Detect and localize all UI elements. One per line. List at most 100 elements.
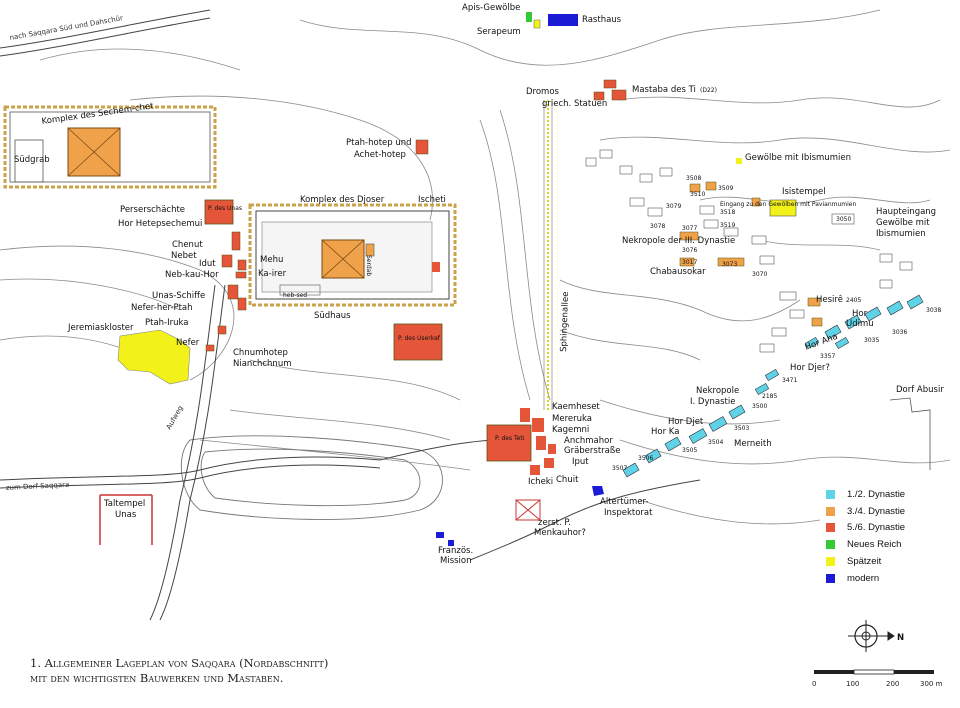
label-3077: 3077 — [682, 225, 697, 232]
label-zum-dorf: zum Dorf Saqqara — [6, 481, 70, 492]
userkaf-pyramid — [393, 323, 443, 361]
label-2405: 2405 — [846, 297, 861, 304]
label-3507: 3507 — [612, 465, 627, 472]
label-d22: (D22) — [700, 87, 717, 94]
teti-pyramid — [486, 408, 556, 475]
label-3519: 3519 — [720, 222, 735, 229]
label-kaemheset: Kaemheset — [552, 402, 600, 412]
label-apis-gewoelbe: Apis-Gewölbe — [462, 3, 520, 13]
label-3035: 3035 — [864, 337, 879, 344]
label-3076: 3076 — [682, 247, 697, 254]
label-hor-aha: Hor Aha — [804, 332, 840, 353]
label-hor-udimu-2: Udimu — [846, 319, 874, 329]
label-3510: 3510 — [690, 191, 705, 198]
apis-gewoelbe-marker — [526, 12, 532, 22]
legend-item: Spätzeit — [826, 553, 946, 570]
figure-caption: 1. Allgemeiner Lageplan von Saqqara (Nor… — [30, 656, 328, 686]
label-chnumhotep: Chnumhotep — [233, 348, 288, 358]
label-3471: 3471 — [782, 377, 797, 384]
legend-item: 1./2. Dynastie — [826, 486, 946, 503]
label-franzoes-2: Mission — [440, 556, 472, 566]
label-nefer: Nefer — [176, 338, 200, 348]
unas-pyramid — [204, 199, 234, 225]
label-3036: 3036 — [892, 329, 907, 336]
label-nefer-her-ptah: Nefer-her-Ptah — [131, 303, 193, 313]
terrain-basin — [180, 435, 443, 520]
label-3506: 3506 — [638, 455, 653, 462]
legend-label: 1./2. Dynastie — [847, 488, 906, 500]
terrain-contours — [0, 9, 951, 525]
label-hor-udimu-1: Hor — [852, 309, 868, 319]
sphingenallee-border — [543, 100, 553, 410]
label-perserschaechte: Perserschächte — [120, 205, 185, 215]
sechem-chet-complex — [3, 105, 217, 189]
first-dynasty-mastabas — [622, 294, 924, 478]
label-p-des-teti: P. des Teti — [495, 435, 525, 442]
scale-bar: 0 100 200 300 m — [812, 669, 943, 688]
label-nianchchnum: Nianchchnum — [233, 359, 292, 369]
map-labels: nach Saqqara Süd und Dahschûr Komplex de… — [6, 3, 945, 566]
label-ischeti: Ischeti — [418, 195, 446, 205]
label-hor-ka: Hor Ka — [651, 427, 679, 437]
dorf-abusir-edge — [889, 397, 931, 470]
label-hor-djet: Hor Djet — [668, 417, 704, 427]
label-altertuemer-1: Altertümer- — [600, 497, 648, 507]
label-chabausokar: Chabausokar — [650, 267, 706, 277]
label-icheki: Icheki — [528, 477, 553, 487]
label-ptah-iruka: Ptah-Iruka — [145, 318, 189, 328]
label-taltempel-1: Taltempel — [103, 499, 145, 509]
ibis-vault-marker — [736, 158, 742, 164]
label-kagemni: Kagemni — [552, 425, 589, 435]
scale-tick-label: 0 — [812, 680, 816, 688]
legend-swatch — [826, 573, 835, 583]
djoser-complex — [248, 203, 457, 307]
label-isistempel: Isistempel — [782, 187, 826, 197]
label-zerst-p: zerst. P. — [538, 518, 571, 528]
label-p-des-unas: P. des Unas — [208, 205, 242, 212]
label-neb-kau-hor: Neb-kau-Hor — [165, 270, 219, 280]
modern-buildings — [436, 486, 604, 546]
menkauhor-ruin — [515, 499, 541, 521]
label-dromos: Dromos — [526, 87, 560, 97]
label-anchmahor: Anchmahor — [564, 436, 613, 446]
label-idut: Idut — [199, 259, 216, 269]
label-jeremiaskloster: Jeremiaskloster — [67, 323, 134, 333]
label-3017: 3017 — [682, 259, 697, 266]
label-sphingenallee: Sphingenallee — [559, 291, 571, 352]
label-3079: 3079 — [666, 203, 681, 210]
label-hor-djer: Hor Djer? — [790, 363, 830, 373]
label-nebet: Nebet — [171, 251, 197, 261]
legend-item: 5./6. Dynastie — [826, 520, 946, 537]
label-suedhaus: Südhaus — [314, 311, 351, 321]
label-griech-statuen: griech. Statuen — [542, 99, 607, 109]
mastaba-ti — [593, 79, 627, 101]
label-3503: 3503 — [734, 425, 749, 432]
label-haupteingang-2: Gewölbe mit — [876, 218, 930, 228]
label-3508: 3508 — [686, 175, 701, 182]
label-gewoelbe-ibis: Gewölbe mit Ibismumien — [745, 153, 851, 163]
label-3504: 3504 — [708, 439, 723, 446]
legend-item: 3./4. Dynastie — [826, 503, 946, 520]
label-mastaba-ti: Mastaba des Ti — [632, 85, 696, 95]
label-3505: 3505 — [682, 447, 697, 454]
label-altertuemer-2: Inspektorat — [604, 508, 653, 518]
label-mehu: Mehu — [260, 255, 283, 265]
label-heb-sed: heb-sed — [283, 292, 307, 299]
legend-label: Neues Reich — [847, 539, 902, 551]
legend-swatch — [826, 557, 835, 567]
label-haupteingang-1: Haupteingang — [876, 207, 936, 217]
ptah-hotep-mastaba — [415, 139, 429, 155]
legend-swatch — [826, 523, 835, 533]
label-menkauhor: Menkauhor? — [534, 528, 586, 538]
caption-line-2: mit den wichtigsten Bauwerken und Mastab… — [30, 671, 284, 685]
label-taltempel-2: Unas — [115, 510, 137, 520]
jeremiaskloster-area — [117, 329, 191, 385]
label-dorf-abusir: Dorf Abusir — [896, 385, 944, 395]
label-2185: 2185 — [762, 393, 777, 400]
legend-label: 5./6. Dynastie — [847, 522, 906, 534]
label-3500: 3500 — [752, 403, 767, 410]
label-3509: 3509 — [718, 185, 733, 192]
legend-label: modern — [847, 572, 880, 584]
label-rasthaus: Rasthaus — [582, 15, 622, 25]
